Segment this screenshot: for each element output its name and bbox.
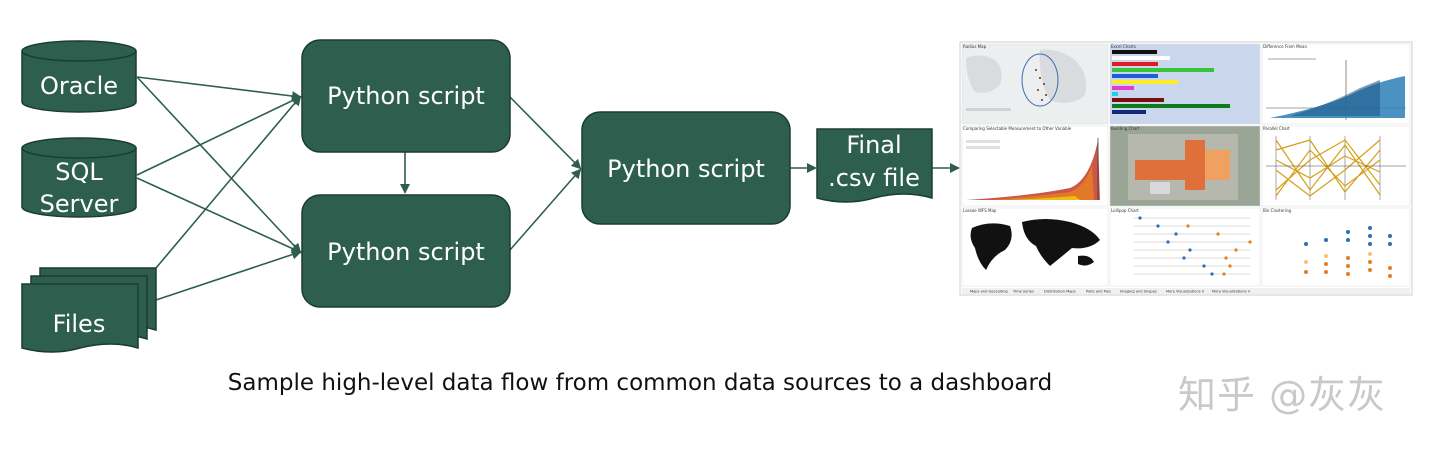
panel-title: Difference From Mean: [1263, 44, 1307, 49]
panel-lassoe-wfs-map: Lassoe WFS Map: [961, 207, 1109, 287]
edge-oracle-script1: [136, 76, 302, 101]
dashboard-tab: Maps and Geocoding: [970, 290, 1008, 294]
edge-oracle-script2: [136, 76, 302, 254]
edge-sql-script2: [136, 177, 302, 254]
panel-title: Building Chart: [1111, 126, 1140, 131]
dashboard-tab-bar: Maps and Geocoding Time Series Distribut…: [962, 288, 1410, 294]
database-icon: [21, 51, 137, 113]
oracle-database-node: Oracle: [21, 40, 137, 113]
panel-bin-clustering: Bin Clustering: [1261, 207, 1411, 287]
dashboard-tab: More Visualizations V: [1212, 290, 1251, 294]
panel-radius-map: Radius Map: [961, 43, 1109, 125]
panel-title: Comparing Selectable Measurement to Othe…: [963, 126, 1072, 131]
node-label-sql-line2: Server: [40, 190, 119, 218]
panel-parallel-chart: Parallel Chart: [1261, 125, 1411, 207]
panel-difference-from-mean: Difference From Mean: [1261, 43, 1411, 125]
panel-lollipop-chart: Lollipop Chart: [1109, 207, 1261, 287]
sql-server-database-node: SQL Server: [21, 137, 137, 218]
python-script-node-1: Python script: [301, 39, 511, 153]
node-label-script2: Python script: [327, 238, 485, 266]
node-label-sql-line1: SQL: [55, 158, 103, 186]
panel-title: Parallel Chart: [1263, 126, 1290, 131]
edge-script2-script3: [509, 168, 582, 251]
dashboard-tab: Plots and Pies: [1086, 290, 1111, 294]
node-label-files: Files: [53, 310, 106, 338]
connectors: [136, 76, 960, 301]
node-label-final-line1: Final: [846, 131, 901, 159]
python-script-node-3: Python script: [581, 111, 791, 225]
dashboard-thumbnail: Radius Map Excel Charts Difference From …: [959, 41, 1413, 296]
dashboard-tab: Distribution Maps: [1044, 290, 1076, 294]
panel-title: Excel Charts: [1111, 44, 1136, 49]
panel-excel-charts: Excel Charts: [1109, 43, 1261, 125]
document-icon: [816, 128, 933, 203]
node-label-oracle: Oracle: [40, 72, 118, 100]
dashboard-tab: Time Series: [1012, 290, 1034, 294]
node-label-final-line2: .csv file: [828, 164, 920, 192]
node-label-script1: Python script: [327, 82, 485, 110]
edge-script1-script3: [509, 96, 582, 170]
panel-title: Radius Map: [963, 44, 987, 49]
edge-files-script2: [155, 249, 302, 301]
edge-sql-script1: [136, 95, 302, 176]
panel-title: Bin Clustering: [1263, 208, 1292, 213]
dashboard-tab: Imaging and Shapes: [1120, 290, 1157, 294]
database-icon: [21, 148, 137, 218]
dashboard-tab: More Visualizations II: [1166, 290, 1204, 294]
panel-building-chart: Building Chart: [1109, 125, 1261, 207]
watermark: 知乎 @灰灰: [1178, 373, 1387, 417]
final-csv-node: Final .csv file: [816, 128, 933, 203]
panel-title: Lassoe WFS Map: [963, 208, 997, 213]
figure-caption: Sample high-level data flow from common …: [227, 370, 1053, 396]
node-label-script3: Python script: [607, 155, 765, 183]
files-node: Files: [21, 267, 157, 353]
python-script-node-2: Python script: [301, 194, 511, 308]
edge-files-script1: [139, 95, 302, 288]
panel-comparing-measurement: Comparing Selectable Measurement to Othe…: [961, 125, 1109, 207]
panel-title: Lollipop Chart: [1111, 208, 1139, 213]
